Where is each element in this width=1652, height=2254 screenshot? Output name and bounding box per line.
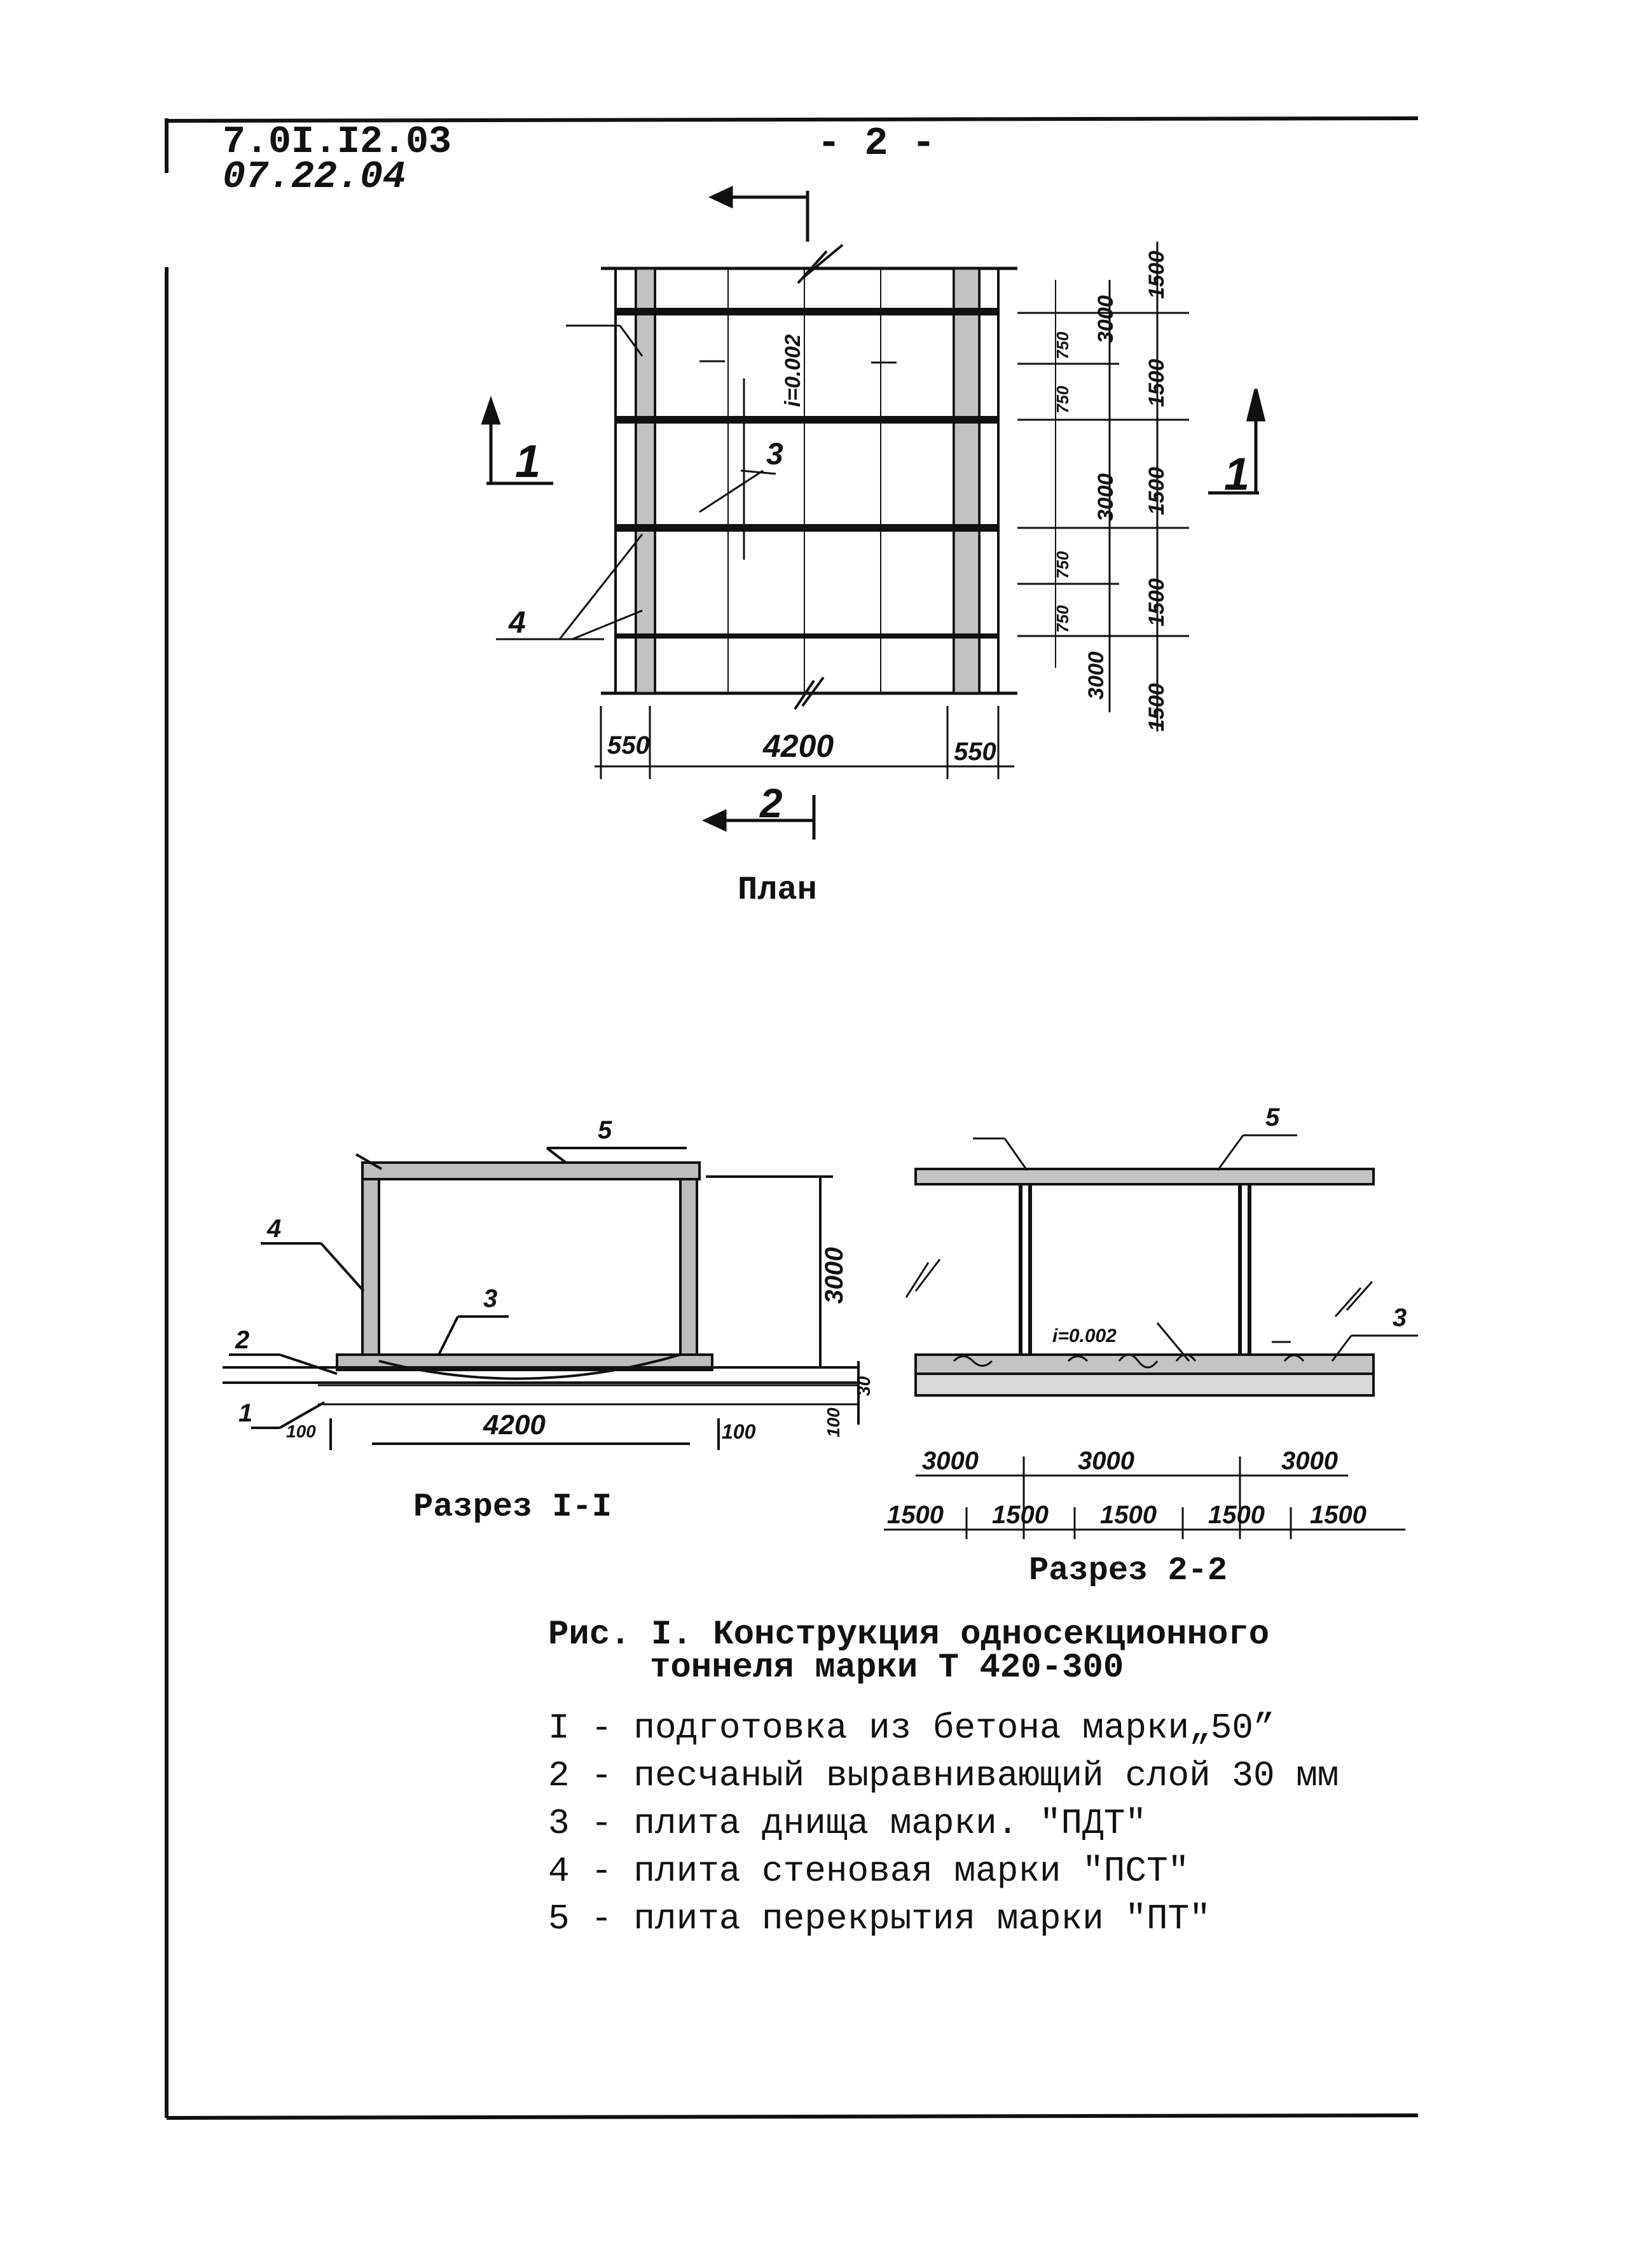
legend-item-5: 5 - плита перекрытия марки "ПТ" xyxy=(548,1898,1211,1939)
plan-dim-1500-d: 1500 xyxy=(1145,578,1169,626)
s2-dim-1500-b: 1500 xyxy=(992,1501,1049,1529)
doc-code-bottom: 07.22.04 xyxy=(223,156,406,199)
s2-dim-1500-c: 1500 xyxy=(1100,1501,1157,1529)
s1-callout-3: 3 xyxy=(483,1285,497,1313)
plan-slope: i=0.002 xyxy=(781,335,805,407)
s2-callout-5: 5 xyxy=(1265,1103,1280,1131)
plan-dim-1500-e: 1500 xyxy=(1145,683,1169,731)
legend-item-3: 3 - плита днища марки. "ПДТ" xyxy=(548,1803,1146,1844)
s2-dim-3000-b: 3000 xyxy=(1078,1447,1134,1475)
plan-caption: План xyxy=(738,871,817,909)
s2-dim-1500-d: 1500 xyxy=(1208,1501,1265,1529)
s2-callout-3: 3 xyxy=(1393,1304,1407,1332)
plan-dim-1500-b: 1500 xyxy=(1145,359,1169,407)
plan-dim-right: 550 xyxy=(954,738,996,766)
s1-callout-2: 2 xyxy=(235,1326,249,1354)
s2-dim-3000-a: 3000 xyxy=(922,1447,979,1475)
s1-dim-right-offset: 100 xyxy=(722,1420,756,1443)
plan-dim-750-d: 750 xyxy=(1053,605,1072,633)
plan-dim-750-c: 750 xyxy=(1053,551,1072,579)
plan-section-mark-bottom: 2 xyxy=(759,780,783,826)
figure-title-line-1: Рис. I. Конструкция односекционного xyxy=(548,1615,1270,1654)
s1-dim-span: 4200 xyxy=(483,1409,546,1441)
section-2-caption: Разрез 2-2 xyxy=(1029,1552,1228,1589)
s2-slope: i=0.002 xyxy=(1052,1325,1117,1346)
plan-section-mark-left: 1 xyxy=(515,436,540,487)
plan-dim-1500-a: 1500 xyxy=(1145,251,1169,299)
plan-dim-1500-c: 1500 xyxy=(1145,467,1169,515)
figure-title-line-2: тоннеля марки Т 420-300 xyxy=(650,1649,1124,1687)
legend-item-4: 4 - плита стеновая марки "ПСТ" xyxy=(548,1851,1190,1891)
s2-dim-1500-e: 1500 xyxy=(1310,1501,1366,1529)
doc-code-top: 7.0I.I2.03 xyxy=(223,121,452,164)
s1-callout-1: 1 xyxy=(238,1399,252,1427)
section-1-caption: Разрез I-I xyxy=(413,1488,612,1526)
s2-dim-1500-a: 1500 xyxy=(887,1501,944,1529)
plan-dim-750-b: 750 xyxy=(1053,385,1072,413)
s1-callout-5: 5 xyxy=(598,1116,612,1144)
s1-callout-4: 4 xyxy=(266,1215,281,1243)
plan-dim-750-a: 750 xyxy=(1053,331,1072,359)
legend-item-1: I - подготовка из бетона марки„50” xyxy=(548,1708,1275,1748)
plan-callout-3: 3 xyxy=(766,438,783,471)
s1-dim-layer-30: 30 xyxy=(854,1376,874,1396)
plan-dim-3000-a: 3000 xyxy=(1094,295,1118,343)
plan-dim-left: 550 xyxy=(607,731,650,759)
s2-dim-3000-c: 3000 xyxy=(1281,1447,1338,1475)
s1-dim-height: 3000 xyxy=(820,1247,848,1304)
plan-dim-3000-c: 3000 xyxy=(1084,651,1108,700)
page-number: - 2 - xyxy=(817,121,936,166)
plan-section-mark-right: 1 xyxy=(1224,449,1249,500)
s1-dim-left-offset: 100 xyxy=(286,1421,316,1441)
legend-item-2: 2 - песчаный выравнивающий слой 30 мм xyxy=(548,1755,1339,1796)
s1-dim-layer-100: 100 xyxy=(823,1407,843,1437)
plan-callout-4: 4 xyxy=(508,606,526,640)
plan-dim-3000-b: 3000 xyxy=(1094,473,1118,522)
plan-dim-span: 4200 xyxy=(762,728,834,764)
